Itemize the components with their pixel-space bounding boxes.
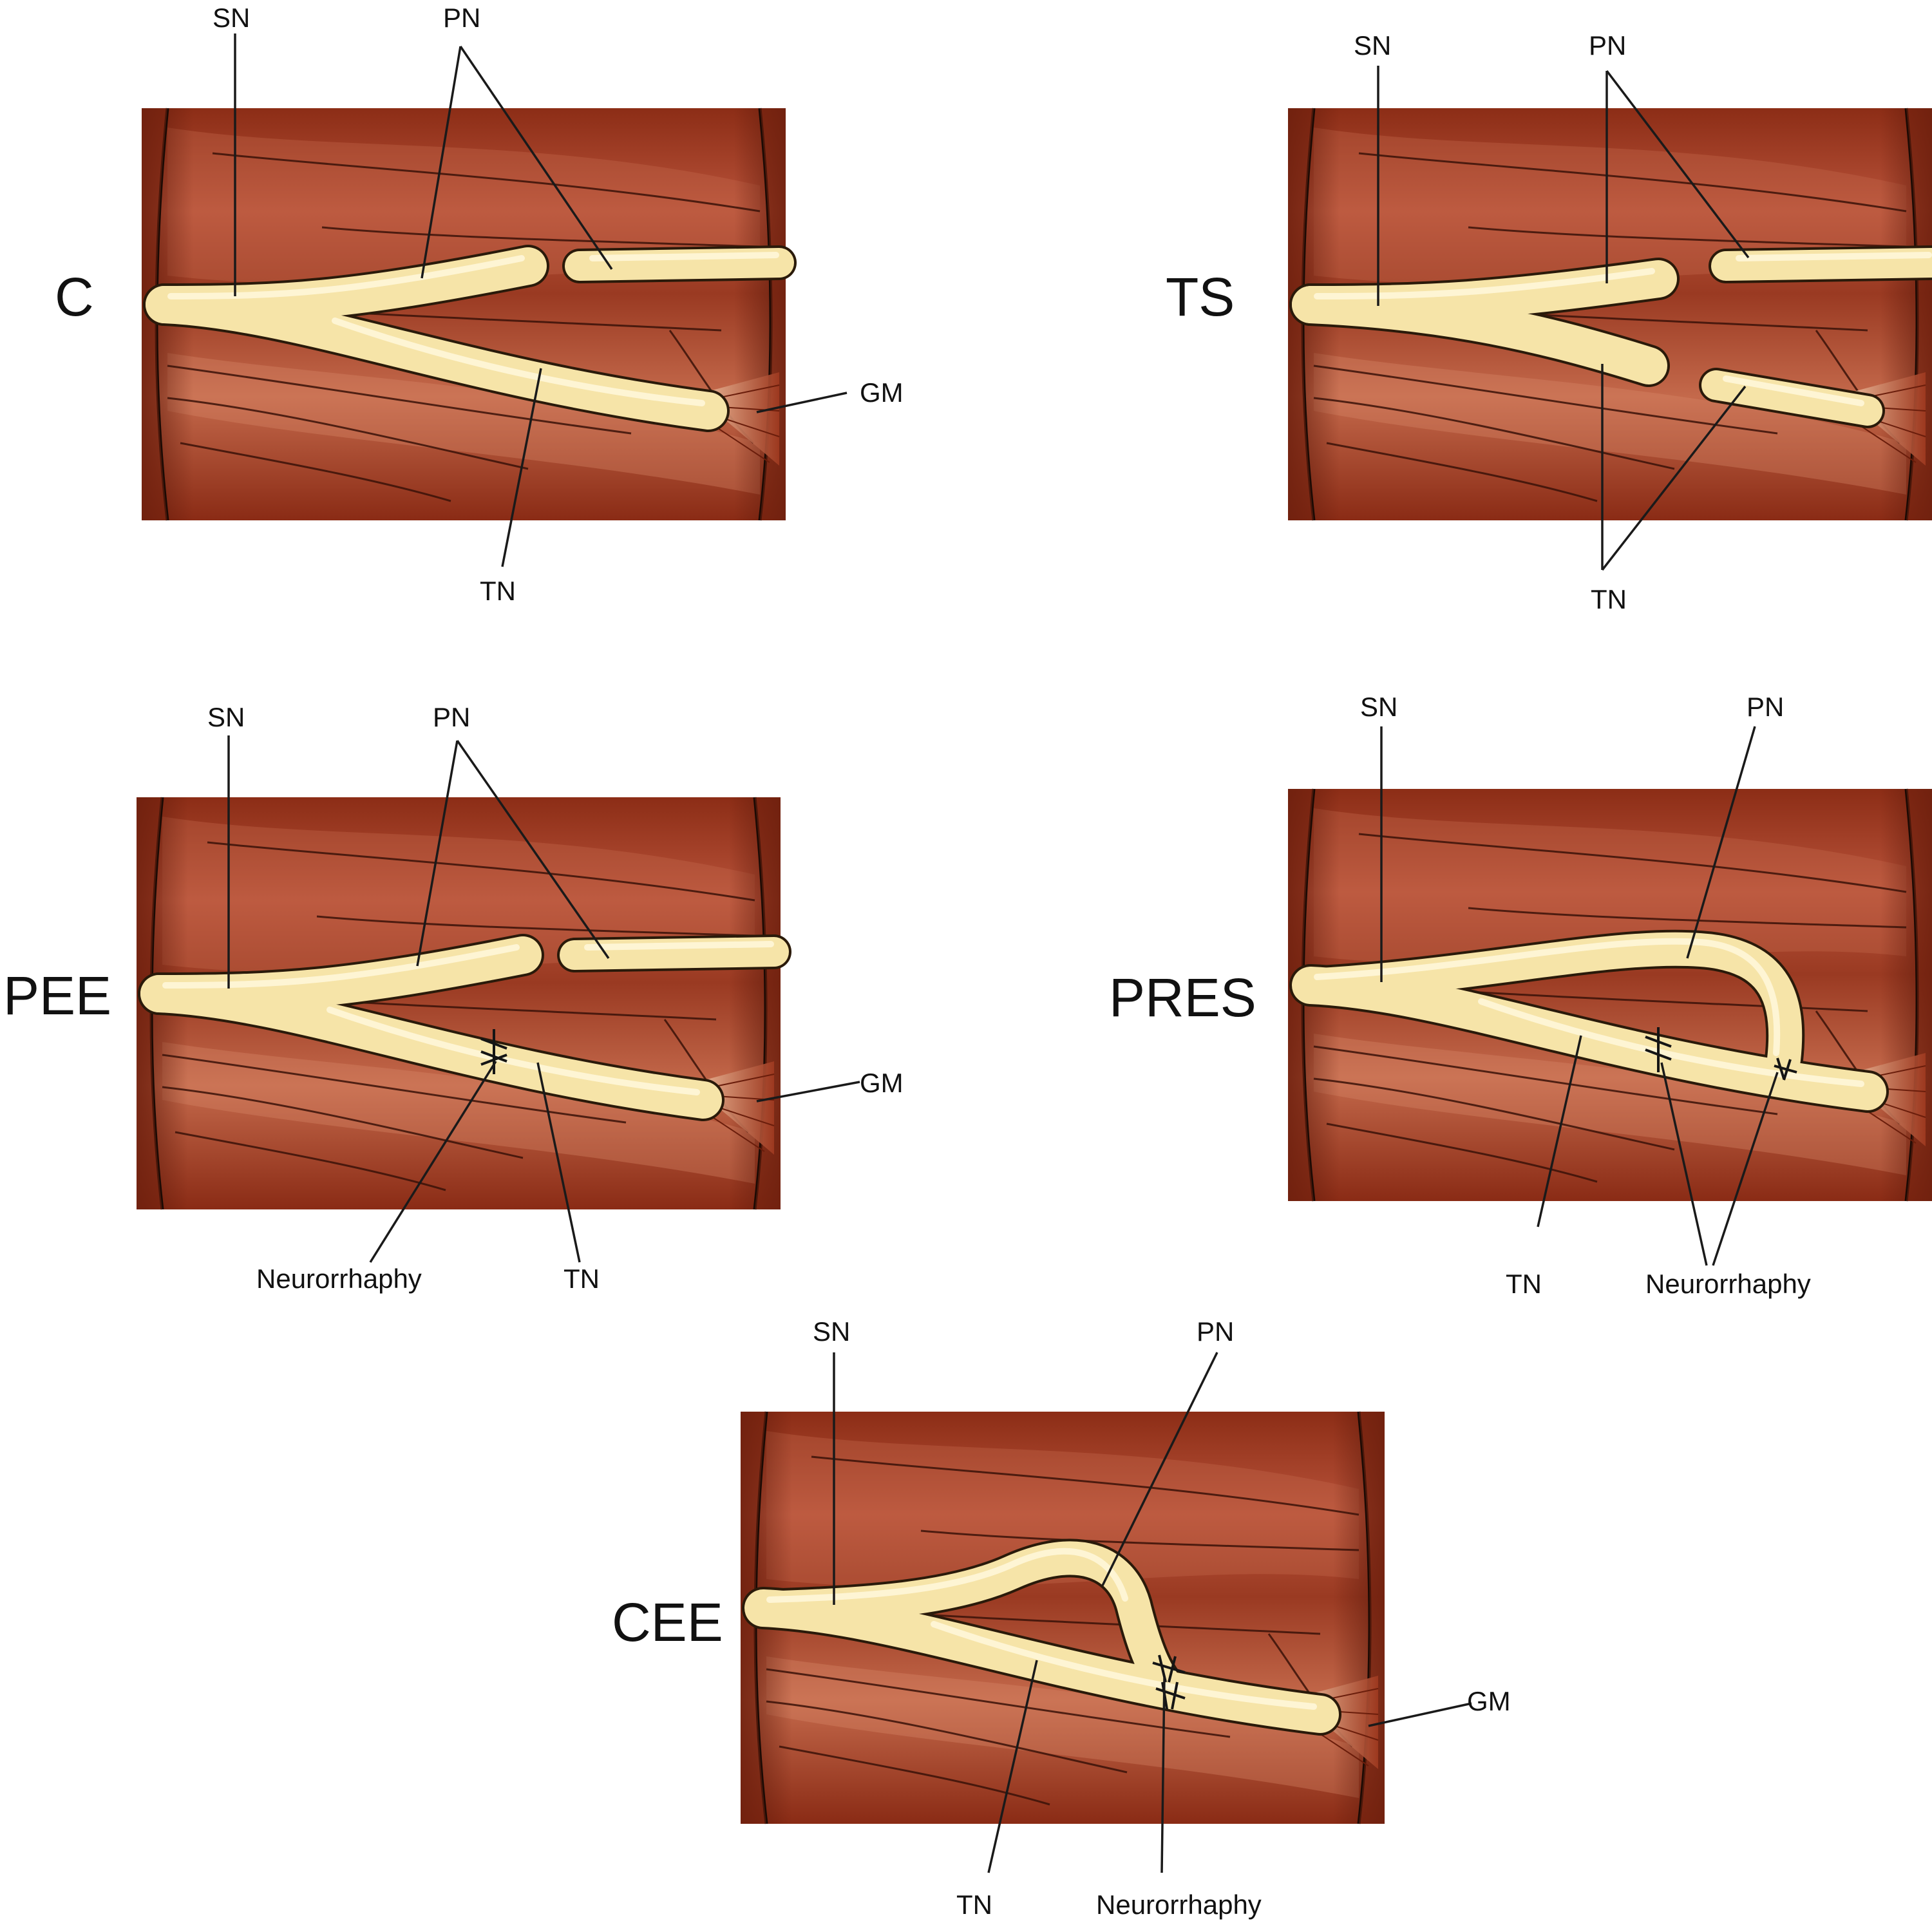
panel-pres-pn-label: PN bbox=[1747, 692, 1784, 722]
panel-cee-sn-label: SN bbox=[813, 1316, 850, 1347]
panel-pee-gm-label: GM bbox=[860, 1068, 904, 1098]
panel-ts-tn-label: TN bbox=[1591, 584, 1627, 614]
panel-c-tn-label: TN bbox=[480, 576, 516, 606]
panel-pres-sutures bbox=[1645, 1027, 1797, 1081]
panel-c-leaders bbox=[234, 33, 848, 567]
panel-pres bbox=[1288, 789, 1932, 1201]
panel-cee-title: CEE bbox=[612, 1592, 723, 1653]
panel-pres-neurorrhaphy-label: Neurorrhaphy bbox=[1645, 1269, 1811, 1299]
panel-cee-gm-label: GM bbox=[1467, 1686, 1511, 1716]
panel-pres-sn-label: SN bbox=[1360, 692, 1397, 722]
panel-ts bbox=[1288, 108, 1932, 520]
panel-c-title: C bbox=[55, 267, 94, 327]
panel-c-sn-label: SN bbox=[213, 3, 250, 33]
panel-ts-sn-label: SN bbox=[1354, 30, 1391, 61]
panel-pee-suture bbox=[480, 1029, 507, 1074]
panel-pee-pn-label: PN bbox=[433, 702, 470, 732]
panel-c-gm-label: GM bbox=[860, 377, 904, 408]
panel-c-pn-label: PN bbox=[443, 3, 480, 33]
panel-pee-sn-label: SN bbox=[207, 702, 245, 732]
panel-pee-leaders bbox=[227, 735, 860, 1263]
panel-pres-tn-label: TN bbox=[1506, 1269, 1542, 1299]
panel-c bbox=[142, 108, 797, 520]
panel-cee-neurorrhaphy-label: Neurorrhaphy bbox=[1096, 1889, 1262, 1920]
panel-cee bbox=[741, 1412, 1385, 1824]
panel-cee-tn-label: TN bbox=[956, 1889, 992, 1920]
panel-pee-neurorrhaphy-label: Neurorrhaphy bbox=[256, 1264, 422, 1294]
panel-pres-leaders bbox=[1380, 726, 1779, 1266]
panel-pee bbox=[137, 797, 791, 1209]
panel-cee-pn-label: PN bbox=[1197, 1316, 1234, 1347]
panel-ts-title: TS bbox=[1166, 267, 1235, 327]
panel-pee-tn-label: TN bbox=[564, 1264, 600, 1294]
panel-pee-title: PEE bbox=[3, 965, 111, 1026]
panel-ts-leaders bbox=[1377, 66, 1750, 571]
panel-ts-pn-label: PN bbox=[1589, 30, 1626, 61]
panel-pres-title: PRES bbox=[1109, 967, 1256, 1028]
panel-cee-leaders bbox=[833, 1352, 1472, 1873]
